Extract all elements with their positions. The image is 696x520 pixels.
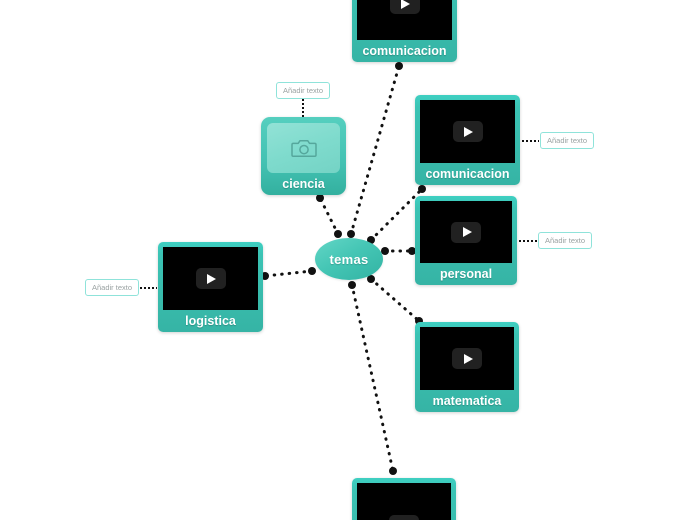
edge-endpoint-center-bottom-video (348, 281, 356, 289)
play-triangle-icon (463, 353, 473, 364)
node-card-ciencia[interactable]: ciencia (261, 117, 346, 195)
edge-logistica (263, 269, 314, 278)
edge-ciencia (318, 196, 340, 236)
add-text-badge-logistica[interactable]: Añadir texto (85, 279, 139, 296)
image-placeholder-ciencia[interactable] (267, 123, 340, 173)
edge-endpoint-center-ciencia (334, 230, 342, 238)
video-thumbnail-personal[interactable] (420, 201, 512, 263)
center-node-label: temas (329, 251, 369, 267)
edge-endpoint-node-comunicacion-top (395, 62, 403, 70)
node-card-bottom-video[interactable] (352, 478, 456, 520)
center-node-temas[interactable]: temas (315, 238, 383, 280)
node-caption-ciencia: ciencia (282, 177, 325, 191)
play-triangle-icon (401, 0, 410, 9)
edge-comunicacion-top (349, 64, 401, 236)
node-caption-logistica: logistica (185, 314, 236, 328)
video-thumbnail-matematica[interactable] (420, 327, 514, 390)
play-triangle-icon (207, 273, 216, 284)
node-caption-comunicacion-top: comunicacion (362, 44, 447, 58)
edge-bottom-video (350, 283, 395, 473)
add-text-badge-personal[interactable]: Añadir texto (538, 232, 592, 249)
edge-endpoint-node-bottom-video (389, 467, 397, 475)
node-caption-personal: personal (439, 267, 493, 281)
video-thumbnail-bottom-video[interactable] (357, 483, 451, 520)
play-icon[interactable] (451, 221, 481, 243)
node-card-comunicacion-right[interactable]: comunicacion (415, 95, 520, 185)
edge-endpoint-center-comunicacion-top (347, 230, 355, 238)
edge-endpoint-node-ciencia (316, 194, 324, 202)
node-card-matematica[interactable]: matematica (415, 322, 519, 412)
add-text-badge-ciencia[interactable]: Añadir texto (276, 82, 330, 99)
play-icon[interactable] (452, 348, 482, 369)
play-icon[interactable] (389, 0, 420, 14)
node-card-personal[interactable]: personal (415, 196, 517, 285)
node-caption-matematica: matematica (432, 394, 502, 408)
edge-endpoint-center-logistica (308, 267, 316, 275)
node-caption-comunicacion-right: comunicacion (425, 167, 510, 181)
node-card-logistica[interactable]: logistica (158, 242, 263, 332)
play-icon[interactable] (389, 515, 419, 520)
play-triangle-icon (464, 126, 473, 137)
video-thumbnail-comunicacion-right[interactable] (420, 100, 515, 163)
video-thumbnail-logistica[interactable] (163, 247, 258, 310)
play-icon[interactable] (195, 268, 226, 289)
edge-endpoint-node-comunicacion-right (418, 185, 426, 193)
node-card-comunicacion-top[interactable]: comunicacion (352, 0, 457, 62)
camera-icon (290, 140, 317, 157)
video-thumbnail-comunicacion-top[interactable] (357, 0, 452, 40)
edge-matematica (369, 277, 421, 323)
play-triangle-icon (462, 227, 472, 237)
play-icon[interactable] (452, 121, 483, 142)
add-text-badge-comunicacion-right[interactable]: Añadir texto (540, 132, 594, 149)
